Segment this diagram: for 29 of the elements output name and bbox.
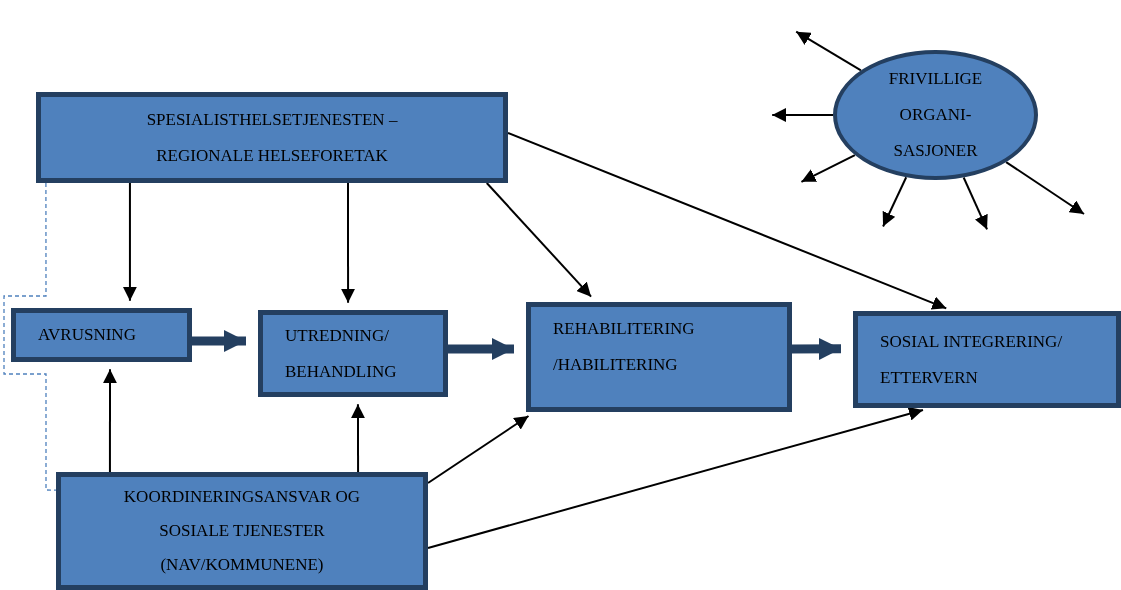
box-label: REHABILITERING /HABILITERING	[553, 318, 696, 376]
arrow	[1005, 161, 1085, 215]
arrow	[795, 30, 862, 72]
process-box	[853, 311, 1121, 408]
box-label: AVRUSNING	[38, 324, 137, 346]
arrow	[507, 131, 948, 310]
arrow	[351, 403, 365, 473]
box-label: KOORDINERINGSANSVAR OG SOSIALE TJENESTER (NAV/KOMMUNENE)	[122, 486, 362, 576]
arrow	[485, 182, 593, 298]
box-label: SOSIAL INTEGRERING/ ETTERVERN	[880, 330, 1064, 389]
block-arrow	[192, 329, 246, 352]
arrow	[800, 154, 856, 183]
arrow	[771, 108, 834, 122]
block-arrow	[448, 337, 514, 360]
process-box	[36, 92, 508, 183]
connector-line	[3, 182, 57, 491]
box-label: SPESIALISTHELSETJENESTEN – REGIONALE HELSEFORETAK	[145, 108, 399, 167]
process-box	[526, 302, 792, 412]
arrow	[427, 415, 530, 484]
arrow	[341, 182, 356, 304]
arrow	[103, 368, 117, 473]
process-box	[258, 310, 448, 397]
block-arrow	[792, 337, 841, 360]
arrow	[427, 406, 924, 549]
box-label: FRIVILLIGE ORGANI- SASJONER	[887, 68, 984, 162]
arrow	[122, 182, 137, 302]
process-box	[56, 472, 428, 590]
box-label: UTREDNING/ BEHANDLING	[285, 324, 398, 383]
process-box	[11, 308, 192, 362]
